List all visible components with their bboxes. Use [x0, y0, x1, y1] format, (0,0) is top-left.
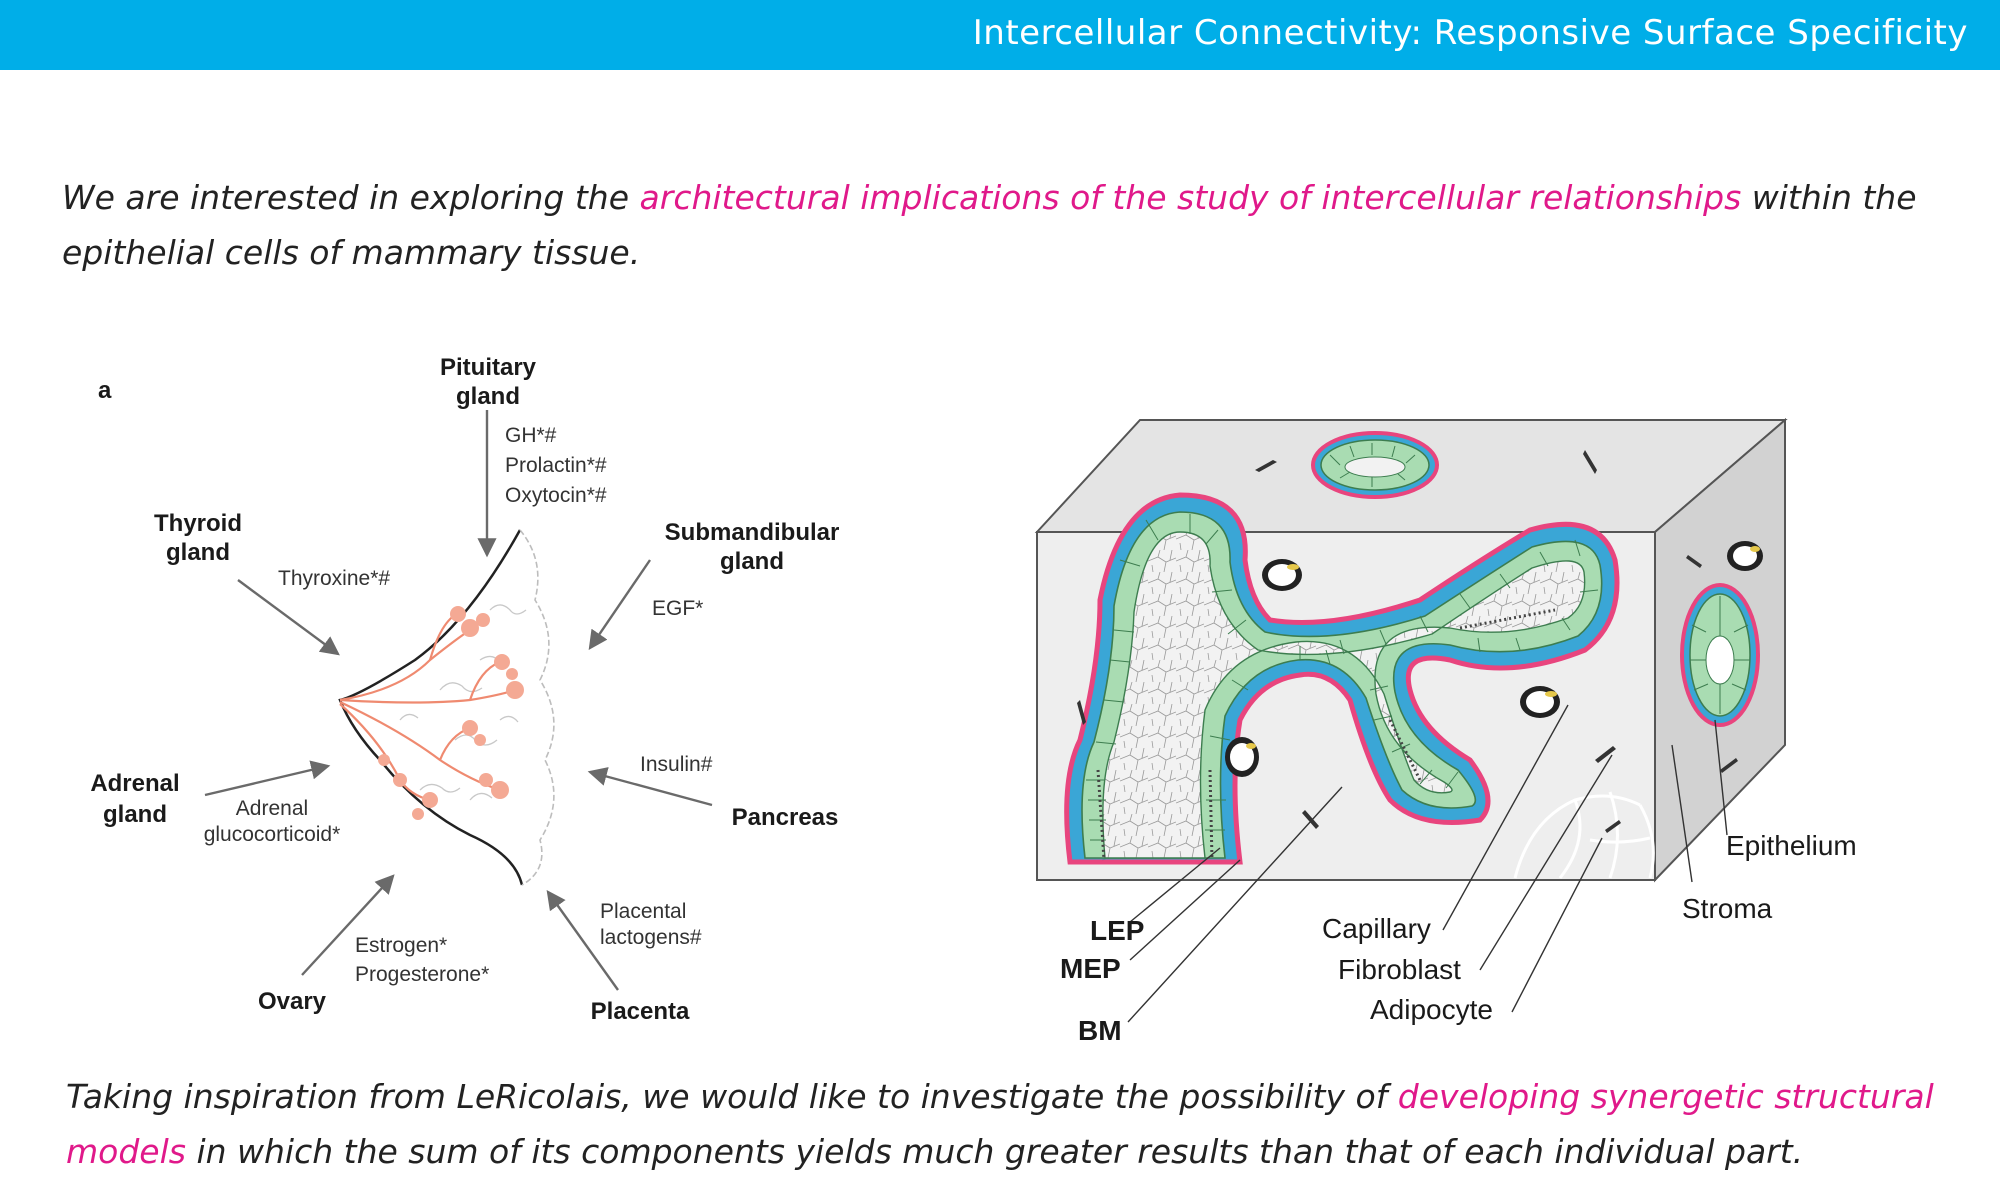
capillary-label: Capillary [1322, 913, 1431, 944]
breast-tissue-boundary [519, 529, 555, 886]
submandibular-hormone: EGF* [652, 597, 703, 620]
placenta-label: Placenta [591, 998, 690, 1025]
top-duct [1311, 431, 1439, 499]
fibroblasts [1077, 450, 1738, 833]
adrenal-hormone-2: glucocorticoid* [204, 823, 341, 846]
tissue-block-diagram: LEP MEP BM Capillary Fibroblast Adipocyt… [1034, 417, 1857, 1046]
epithelium-label: Epithelium [1726, 830, 1857, 861]
bm-label: BM [1078, 1015, 1122, 1046]
mammary-ducts [339, 614, 516, 802]
outro-text-end: in which the sum of its components yield… [185, 1132, 1804, 1171]
adrenal-label-2: gland [103, 801, 167, 828]
placenta-hormone-1: Placental [600, 900, 686, 923]
capillaries [1225, 541, 1763, 777]
leader-lines [1127, 704, 1728, 1023]
adrenal-label-1: Adrenal [90, 770, 179, 797]
intro-text-end: within the epithelial cells of mammary t… [62, 178, 1917, 272]
submandibular-label-2: gland [720, 548, 784, 575]
lobules [378, 606, 524, 820]
submandibular-label-1: Submandibular [665, 519, 840, 546]
pancreas-label: Pancreas [732, 804, 839, 831]
ovary-hormone-1: Estrogen* [355, 934, 447, 957]
stroma-label: Stroma [1682, 893, 1773, 924]
pancreas-hormone: Insulin# [640, 753, 713, 776]
adrenal-hormone-1: Adrenal [236, 797, 308, 820]
panel-label: a [98, 377, 112, 404]
lep-label: LEP [1090, 915, 1144, 946]
thyroid-hormone: Thyroxine*# [278, 567, 390, 590]
thyroid-label-2: gland [166, 539, 230, 566]
intro-text-start: We are interested in exploring the [62, 178, 640, 217]
pituitary-hormone-prolactin: Prolactin*# [505, 454, 607, 477]
hormone-arrows [204, 410, 713, 991]
pituitary-hormone-oxytocin: Oxytocin*# [505, 484, 607, 507]
endocrine-diagram: a [90, 354, 839, 1025]
thyroid-label-1: Thyroid [154, 510, 242, 537]
ovary-hormone-2: Progesterone* [355, 963, 489, 986]
duct-cell-borders [1086, 514, 1599, 841]
header-bar: Intercellular Connectivity: Responsive S… [0, 0, 2000, 70]
ovary-label: Ovary [258, 988, 327, 1015]
side-duct [1680, 583, 1760, 727]
pituitary-label-2: gland [456, 383, 520, 410]
mep-label: MEP [1060, 953, 1121, 984]
fibroblast-label: Fibroblast [1338, 954, 1461, 985]
intro-paragraph: We are interested in exploring the archi… [62, 170, 1942, 280]
breast-outline [338, 529, 524, 886]
branching-duct [1064, 492, 1620, 865]
pituitary-label-1: Pituitary [440, 354, 537, 381]
outro-highlight: developing synergetic structural models [66, 1077, 1934, 1171]
intro-highlight: architectural implications of the study … [639, 178, 1742, 217]
pituitary-hormone-gh: GH*# [505, 424, 557, 447]
page-title: Intercellular Connectivity: Responsive S… [972, 13, 1968, 53]
placenta-hormone-2: lactogens# [600, 926, 702, 949]
myoepithelial-texture [1096, 608, 1556, 861]
outro-paragraph: Taking inspiration from LeRicolais, we w… [66, 1069, 1946, 1179]
outro-text-start: Taking inspiration from LeRicolais, we w… [66, 1077, 1398, 1116]
adipocyte-cluster [1513, 791, 1655, 879]
adipocyte-label: Adipocyte [1370, 994, 1493, 1025]
